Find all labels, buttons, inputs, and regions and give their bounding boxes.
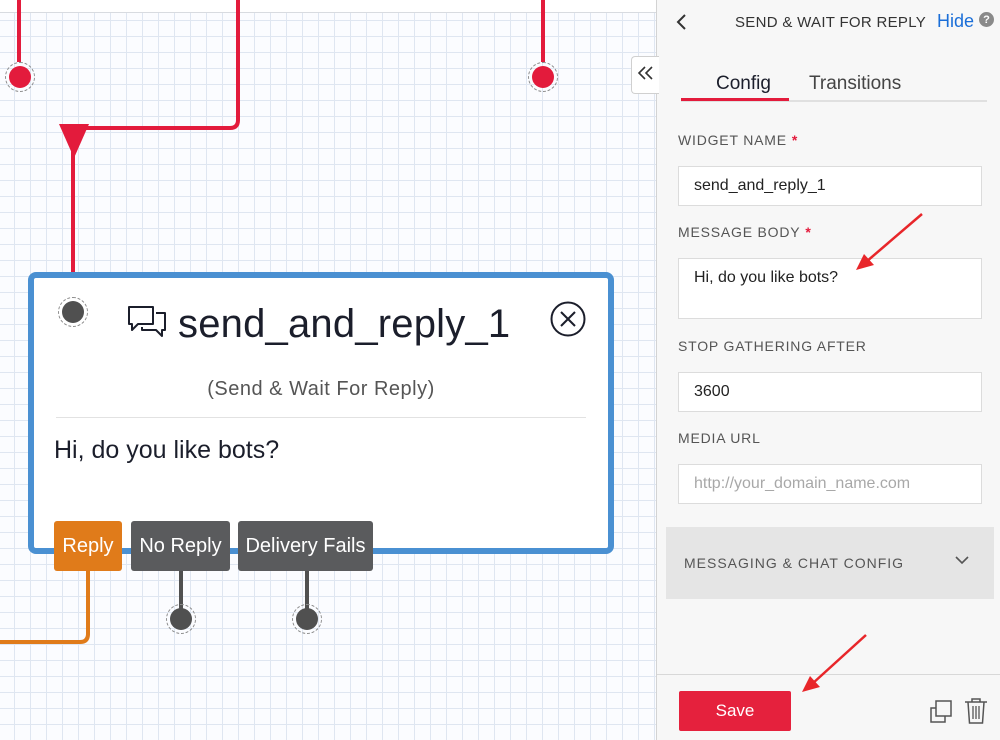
connection-wires: [0, 0, 545, 644]
collapse-panel-tab[interactable]: [631, 56, 659, 94]
transition-no-reply[interactable]: No Reply: [131, 521, 230, 571]
panel-header: SEND & WAIT FOR REPLY Hide ?: [657, 0, 1000, 44]
widget-title: send_and_reply_1: [178, 302, 511, 346]
chat-bubbles-icon: [126, 304, 168, 345]
messaging-chat-config-section[interactable]: MESSAGING & CHAT CONFIG: [666, 527, 994, 599]
section-title: MESSAGING & CHAT CONFIG: [684, 555, 905, 571]
duplicate-icon[interactable]: [928, 699, 954, 725]
message-body-label: MESSAGE BODY*: [678, 224, 812, 240]
input-port[interactable]: [58, 297, 88, 327]
message-body-textarea[interactable]: Hi, do you like bots?: [678, 258, 982, 319]
widget-type-label: (Send & Wait For Reply): [207, 378, 435, 400]
widget-name-input[interactable]: send_and_reply_1: [678, 166, 982, 206]
widget-name-label: WIDGET NAME*: [678, 132, 799, 148]
widget-title-row: send_and_reply_1: [126, 302, 510, 347]
media-url-input[interactable]: http://your_domain_name.com: [678, 464, 982, 504]
panel-title: SEND & WAIT FOR REPLY: [735, 14, 927, 31]
media-url-label: MEDIA URL: [678, 430, 761, 446]
flow-canvas[interactable]: send_and_reply_1 (Send & Wait For Reply)…: [0, 0, 656, 740]
double-chevron-left-icon: [637, 65, 655, 86]
close-icon[interactable]: [550, 301, 586, 337]
no-reply-port[interactable]: [166, 604, 196, 634]
stop-gathering-input[interactable]: 3600: [678, 372, 982, 412]
stop-gathering-label: STOP GATHERING AFTER: [678, 338, 867, 354]
chevron-left-icon: [673, 14, 693, 36]
output-port[interactable]: [528, 62, 558, 92]
tab-config[interactable]: Config: [716, 73, 771, 94]
transition-delivery-fails[interactable]: Delivery Fails: [238, 521, 373, 571]
config-panel: SEND & WAIT FOR REPLY Hide ? Config Tran…: [656, 0, 1000, 740]
back-button[interactable]: [673, 12, 693, 32]
panel-tabs: Config Transitions: [681, 68, 987, 102]
hide-link[interactable]: Hide: [937, 11, 975, 31]
required-marker: *: [805, 224, 812, 240]
help-icon[interactable]: ?: [979, 12, 994, 27]
widget-message-preview: Hi, do you like bots?: [54, 436, 280, 464]
output-port[interactable]: [5, 62, 35, 92]
trash-icon[interactable]: [963, 697, 989, 725]
delivery-fails-port[interactable]: [292, 604, 322, 634]
panel-footer: Save: [657, 674, 1000, 740]
tab-transitions[interactable]: Transitions: [809, 73, 902, 94]
canvas-top-border: [0, 0, 656, 13]
active-tab-indicator: [681, 98, 789, 101]
save-button[interactable]: Save: [679, 691, 791, 731]
widget-card[interactable]: send_and_reply_1 (Send & Wait For Reply)…: [28, 272, 614, 554]
chevron-down-icon: [954, 552, 970, 568]
divider: [56, 417, 586, 418]
required-marker: *: [791, 132, 799, 148]
transition-reply[interactable]: Reply: [54, 521, 122, 571]
